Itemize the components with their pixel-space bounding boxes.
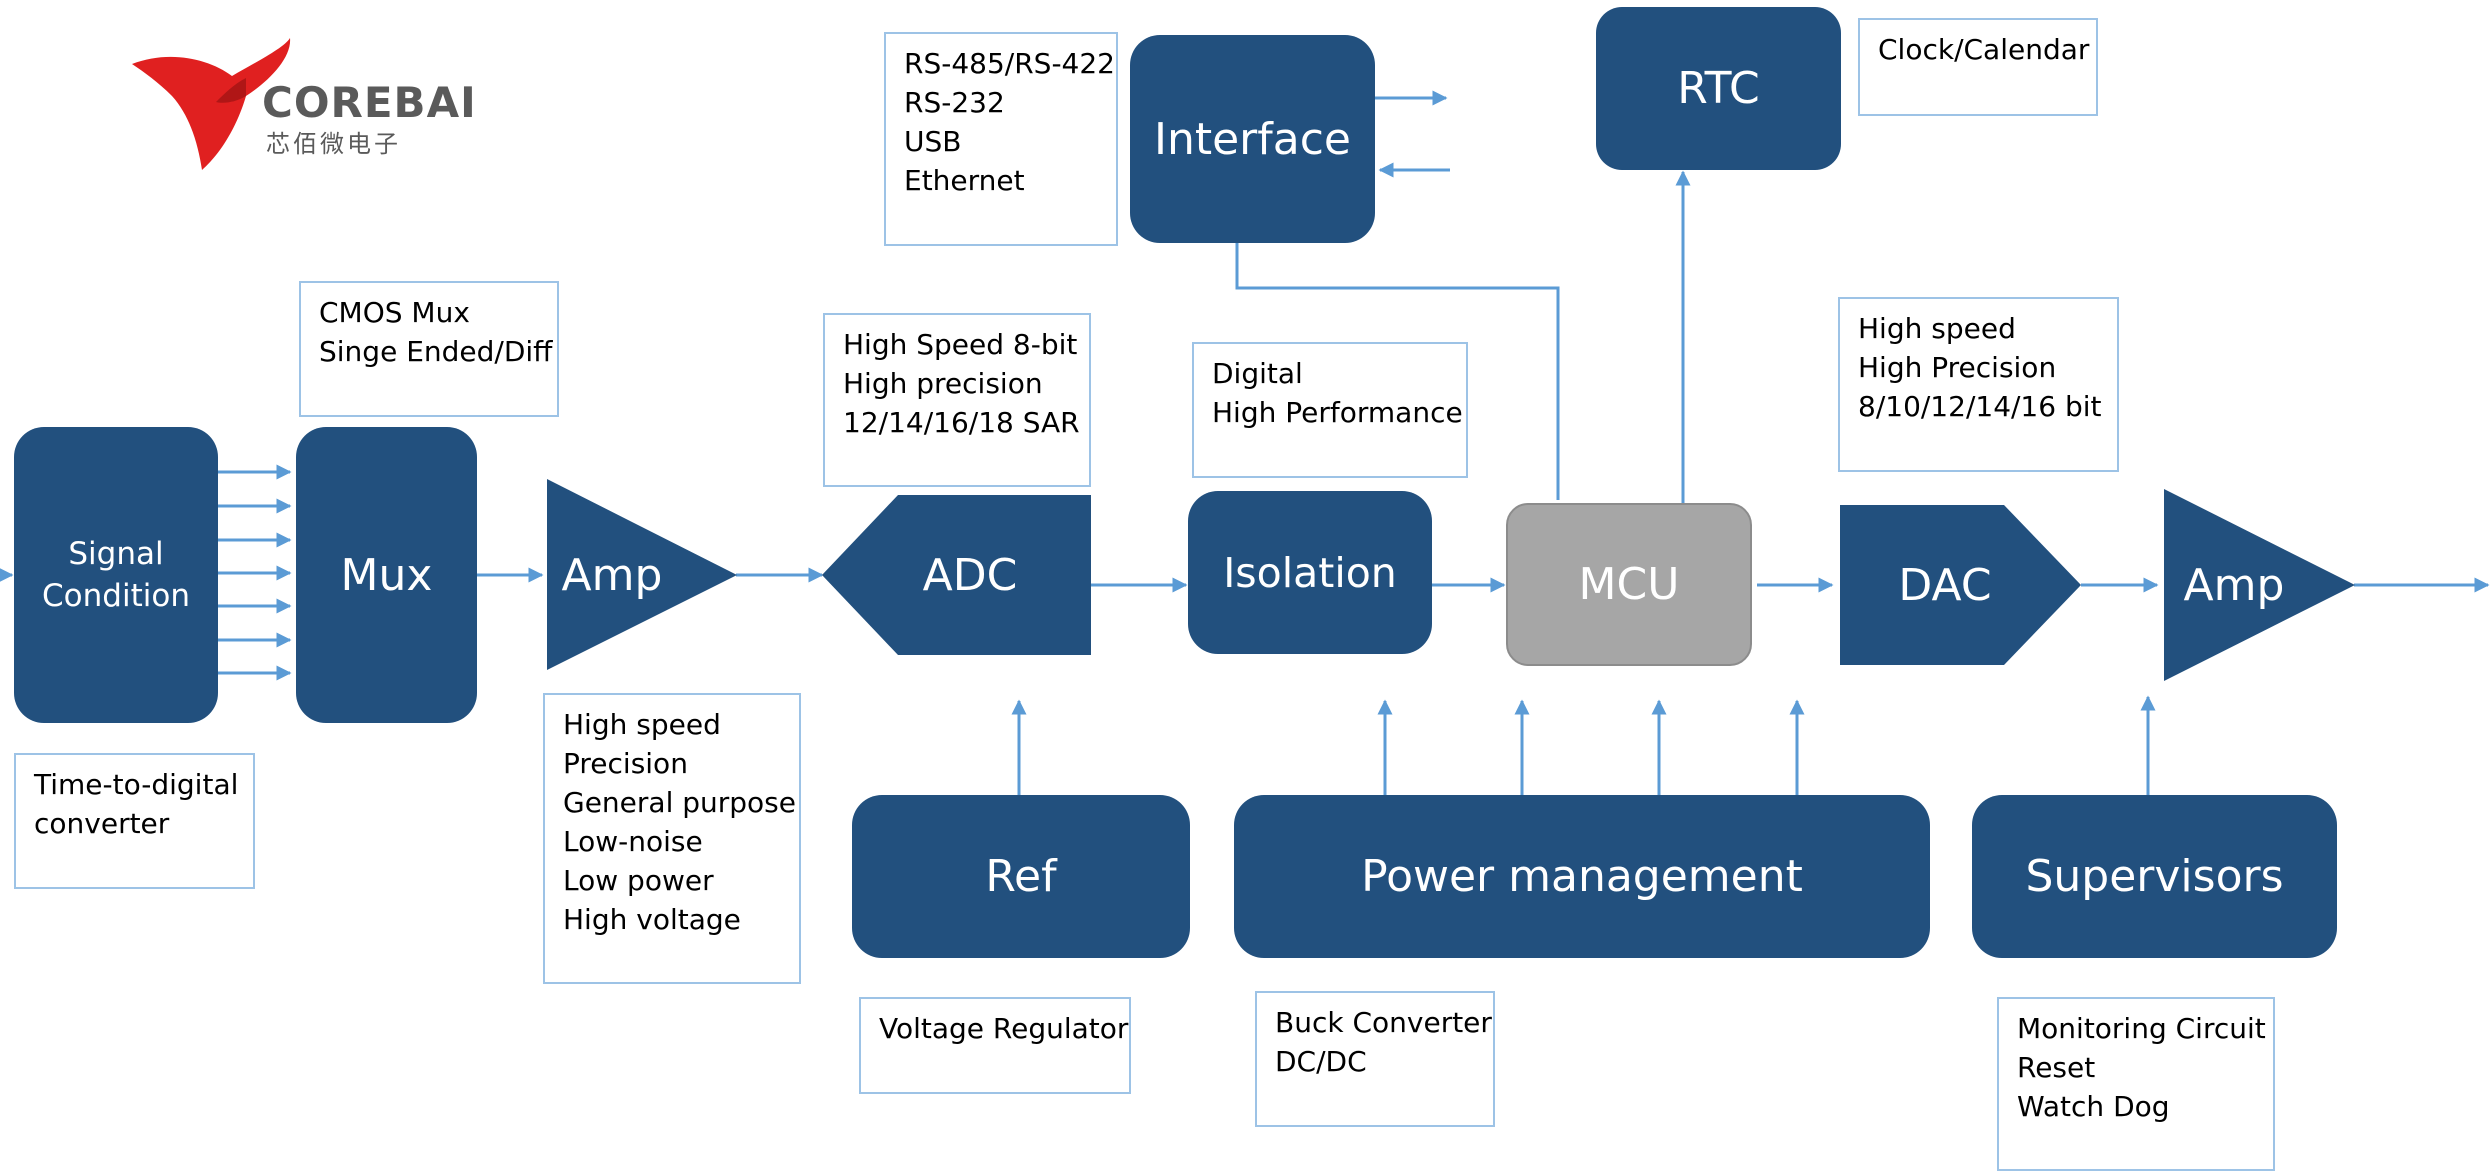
note-line: 8/10/12/14/16 bit (1858, 390, 2102, 423)
note-line: Buck Converter (1275, 1006, 1492, 1039)
isolation-block: Isolation (1188, 491, 1432, 654)
note-line: Low power (563, 864, 714, 897)
mcu-block: MCU (1506, 503, 1752, 666)
note-line: High voltage (563, 903, 741, 936)
adc-label: ADC (922, 549, 1018, 601)
amp-out-label: Amp (2183, 559, 2285, 611)
note-line: DC/DC (1275, 1045, 1367, 1078)
note-line: High Performance (1212, 396, 1463, 429)
mux-block: Mux (296, 427, 477, 723)
note-line: Clock/Calendar (1878, 33, 2090, 66)
note-line: Time-to-digital (34, 768, 239, 801)
note-line: Singe Ended/Diff (319, 335, 553, 368)
rtc-note: Clock/Calendar (1858, 18, 2098, 116)
ref-block: Ref (852, 795, 1190, 958)
signal-condition-block: Signal Condition (14, 427, 218, 723)
interface-label: Interface (1154, 113, 1351, 165)
note-line: Digital (1212, 357, 1303, 390)
note-line: Reset (2017, 1051, 2096, 1084)
supervisors-block: Supervisors (1972, 795, 2337, 958)
rtc-label: RTC (1677, 63, 1760, 114)
note-line: RS-485/RS-422 (904, 47, 1115, 80)
note-line: High Speed 8-bit (843, 328, 1078, 361)
ref-label: Ref (985, 851, 1057, 902)
adc-note: High Speed 8-bit High precision 12/14/16… (823, 313, 1091, 487)
note-line: High Precision (1858, 351, 2057, 384)
dac-note: High speed High Precision 8/10/12/14/16 … (1838, 297, 2119, 472)
note-line: converter (34, 807, 170, 840)
rtc-block: RTC (1596, 7, 1841, 170)
note-line: USB (904, 125, 962, 158)
note-line: Ethernet (904, 164, 1025, 197)
note-line: High speed (563, 708, 721, 741)
note-line: Voltage Regulator (879, 1012, 1129, 1045)
power-management-label: Power management (1361, 851, 1803, 902)
note-line: Precision (563, 747, 688, 780)
mux-note: CMOS Mux Singe Ended/Diff (299, 281, 559, 417)
interface-note: RS-485/RS-422 RS-232 USB Ethernet (884, 32, 1118, 246)
note-line: High speed (1858, 312, 2016, 345)
amp-note: High speed Precision General purpose Low… (543, 693, 801, 984)
logo-wordmark: COREBAI (262, 78, 477, 127)
mcu-label: MCU (1578, 559, 1680, 610)
note-line: Monitoring Circuit (2017, 1012, 2266, 1045)
corebai-logo-icon (132, 38, 291, 170)
note-line: CMOS Mux (319, 296, 470, 329)
signal-condition-line: Signal (68, 536, 164, 572)
mux-label: Mux (340, 549, 433, 601)
power-management-block: Power management (1234, 795, 1930, 958)
note-line: High precision (843, 367, 1043, 400)
amp-in-label: Amp (561, 549, 663, 601)
ref-note: Voltage Regulator (859, 997, 1131, 1094)
note-line: Watch Dog (2017, 1090, 2170, 1123)
note-line: 12/14/16/18 SAR (843, 406, 1080, 439)
logo-chinese-name: 芯佰微电子 (266, 130, 401, 158)
isolation-note: Digital High Performance (1192, 342, 1468, 478)
interface-block: Interface (1130, 35, 1375, 243)
supervisors-label: Supervisors (2025, 851, 2284, 902)
power-management-note: Buck Converter DC/DC (1255, 991, 1495, 1127)
note-line: Low-noise (563, 825, 703, 858)
signal-condition-note: Time-to-digital converter (14, 753, 255, 889)
isolation-label: Isolation (1223, 548, 1397, 597)
note-line: RS-232 (904, 86, 1005, 119)
signal-condition-line: Condition (42, 578, 190, 614)
note-line: General purpose (563, 786, 796, 819)
supervisors-note: Monitoring Circuit Reset Watch Dog (1997, 997, 2275, 1171)
dac-label: DAC (1898, 559, 1992, 611)
